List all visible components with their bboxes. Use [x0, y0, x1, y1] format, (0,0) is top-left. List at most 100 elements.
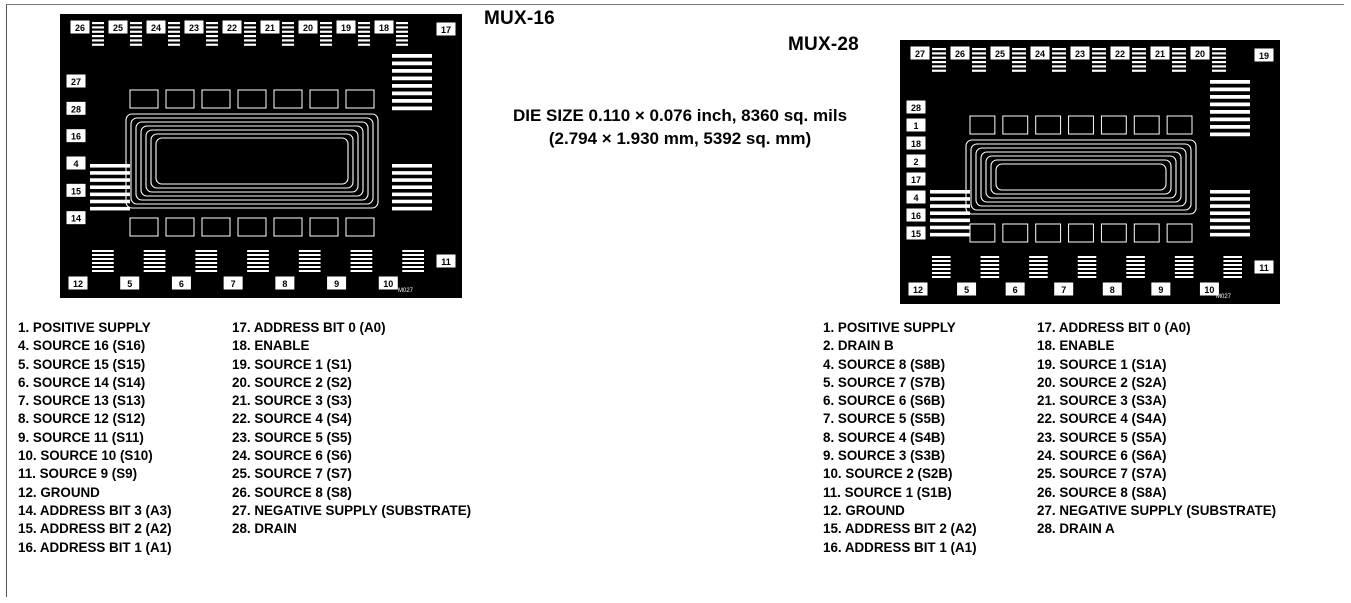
trace-loop [980, 151, 1182, 203]
array-stripe [1029, 272, 1048, 274]
array-stripe [350, 270, 373, 272]
pin-entry: 10. SOURCE 10 (S10) [18, 448, 153, 464]
array-stripe [92, 254, 114, 256]
transistor-array [1172, 48, 1186, 72]
logic-cell [969, 115, 996, 135]
array-stripe [195, 262, 218, 264]
transistor-array [1077, 256, 1097, 278]
pin-entry: 9. SOURCE 3 (S3B) [823, 448, 946, 464]
pad-number: 19 [341, 23, 351, 33]
transistor-array [244, 22, 256, 46]
pin-entry: 20. SOURCE 2 (S2) [232, 374, 352, 390]
array-stripe [282, 30, 294, 33]
bond-pad [1189, 45, 1211, 61]
array-stripe [1077, 268, 1097, 270]
array-stripe [1029, 260, 1048, 262]
array-stripe [358, 43, 370, 46]
die-size-line-2: (2.794 × 1.930 mm, 5392 sq. mm) [548, 129, 812, 148]
transistor-array [320, 22, 332, 46]
array-stripe [932, 260, 951, 262]
figure-frame [6, 4, 1344, 597]
pad-number: 16 [911, 211, 921, 221]
bond-pad [221, 19, 243, 35]
pad-number: 11 [1259, 263, 1269, 273]
array-stripe [168, 39, 180, 42]
trace-loop [965, 139, 1197, 215]
pad-number: 9 [334, 279, 339, 289]
logic-cell [1100, 223, 1127, 243]
array-stripe [1092, 56, 1106, 59]
array-stripe [972, 52, 986, 55]
array-stripe [1126, 272, 1145, 274]
transistor-array [1012, 48, 1026, 72]
mux28-pin-list-right: 17. ADDRESS BIT 0 (A0) 18. ENABLE 19. SO… [1037, 319, 1276, 539]
array-stripe [1212, 48, 1226, 51]
array-stripe [1210, 232, 1250, 237]
pad-number: 15 [911, 229, 921, 239]
bond-pad [67, 275, 89, 291]
bond-pad [1149, 45, 1171, 61]
array-stripe [1212, 65, 1226, 68]
pin-entry: 4. SOURCE 8 (S8B) [823, 356, 946, 372]
trace-loop [130, 117, 374, 205]
array-stripe [320, 39, 332, 42]
pad-number: 6 [1013, 285, 1018, 295]
array-stripe [168, 22, 180, 25]
pin-entry: 9. SOURCE 11 (S11) [18, 429, 144, 445]
array-stripe [90, 185, 130, 189]
array-stripe [168, 35, 180, 38]
pin-entry: 8. SOURCE 4 (S4B) [823, 429, 946, 445]
array-stripe [195, 254, 218, 256]
array-stripe [972, 65, 986, 68]
bond-pad [905, 207, 927, 223]
array-stripe [90, 206, 130, 211]
array-stripe [1077, 264, 1097, 266]
transistor-array [930, 190, 970, 237]
array-stripe [350, 266, 373, 268]
bond-pad [69, 19, 91, 35]
interconnect-traces [965, 139, 1197, 215]
array-stripe [396, 30, 408, 33]
array-stripe [1126, 276, 1145, 278]
array-stripe [932, 272, 951, 274]
pin-entry: 19. SOURCE 1 (S1A) [1037, 356, 1167, 372]
trace-loop [970, 143, 1192, 211]
array-stripe [1172, 65, 1186, 68]
array-stripe [1210, 80, 1250, 84]
array-stripe [92, 270, 114, 272]
bond-pad [905, 99, 927, 115]
pin-entry: 27. NEGATIVE SUPPLY (SUBSTRATE) [232, 502, 472, 518]
pin-entry: 2. DRAIN B [823, 338, 894, 354]
pin-entry: 28. DRAIN [232, 521, 297, 537]
array-stripe [932, 264, 951, 266]
pad-number: 26 [75, 23, 85, 33]
pad-number: 19 [1259, 51, 1269, 61]
array-stripe [1210, 117, 1250, 122]
array-stripe [1077, 260, 1097, 262]
array-stripe [1210, 110, 1250, 114]
array-stripe [320, 26, 332, 29]
array-stripe [358, 39, 370, 42]
bond-pad [905, 189, 927, 205]
transistor-array [1029, 256, 1048, 278]
array-stripe [402, 250, 424, 252]
transistor-array [392, 164, 432, 211]
array-stripe [350, 258, 373, 260]
transistor-array [1212, 48, 1226, 72]
array-stripe [90, 171, 130, 175]
array-stripe [92, 22, 104, 25]
pad-number: 21 [1155, 49, 1165, 59]
array-stripe [980, 264, 1000, 266]
pin-entry: 16. ADDRESS BIT 1 (A1) [18, 539, 172, 555]
array-stripe [247, 250, 269, 252]
array-stripe [1223, 268, 1242, 270]
array-stripe [244, 30, 256, 33]
array-stripe [350, 254, 373, 256]
array-stripe [143, 266, 166, 268]
transistor-array [90, 164, 130, 211]
array-stripe [402, 266, 424, 268]
array-stripe [247, 262, 269, 264]
bond-pad [65, 182, 87, 198]
array-stripe [168, 43, 180, 46]
